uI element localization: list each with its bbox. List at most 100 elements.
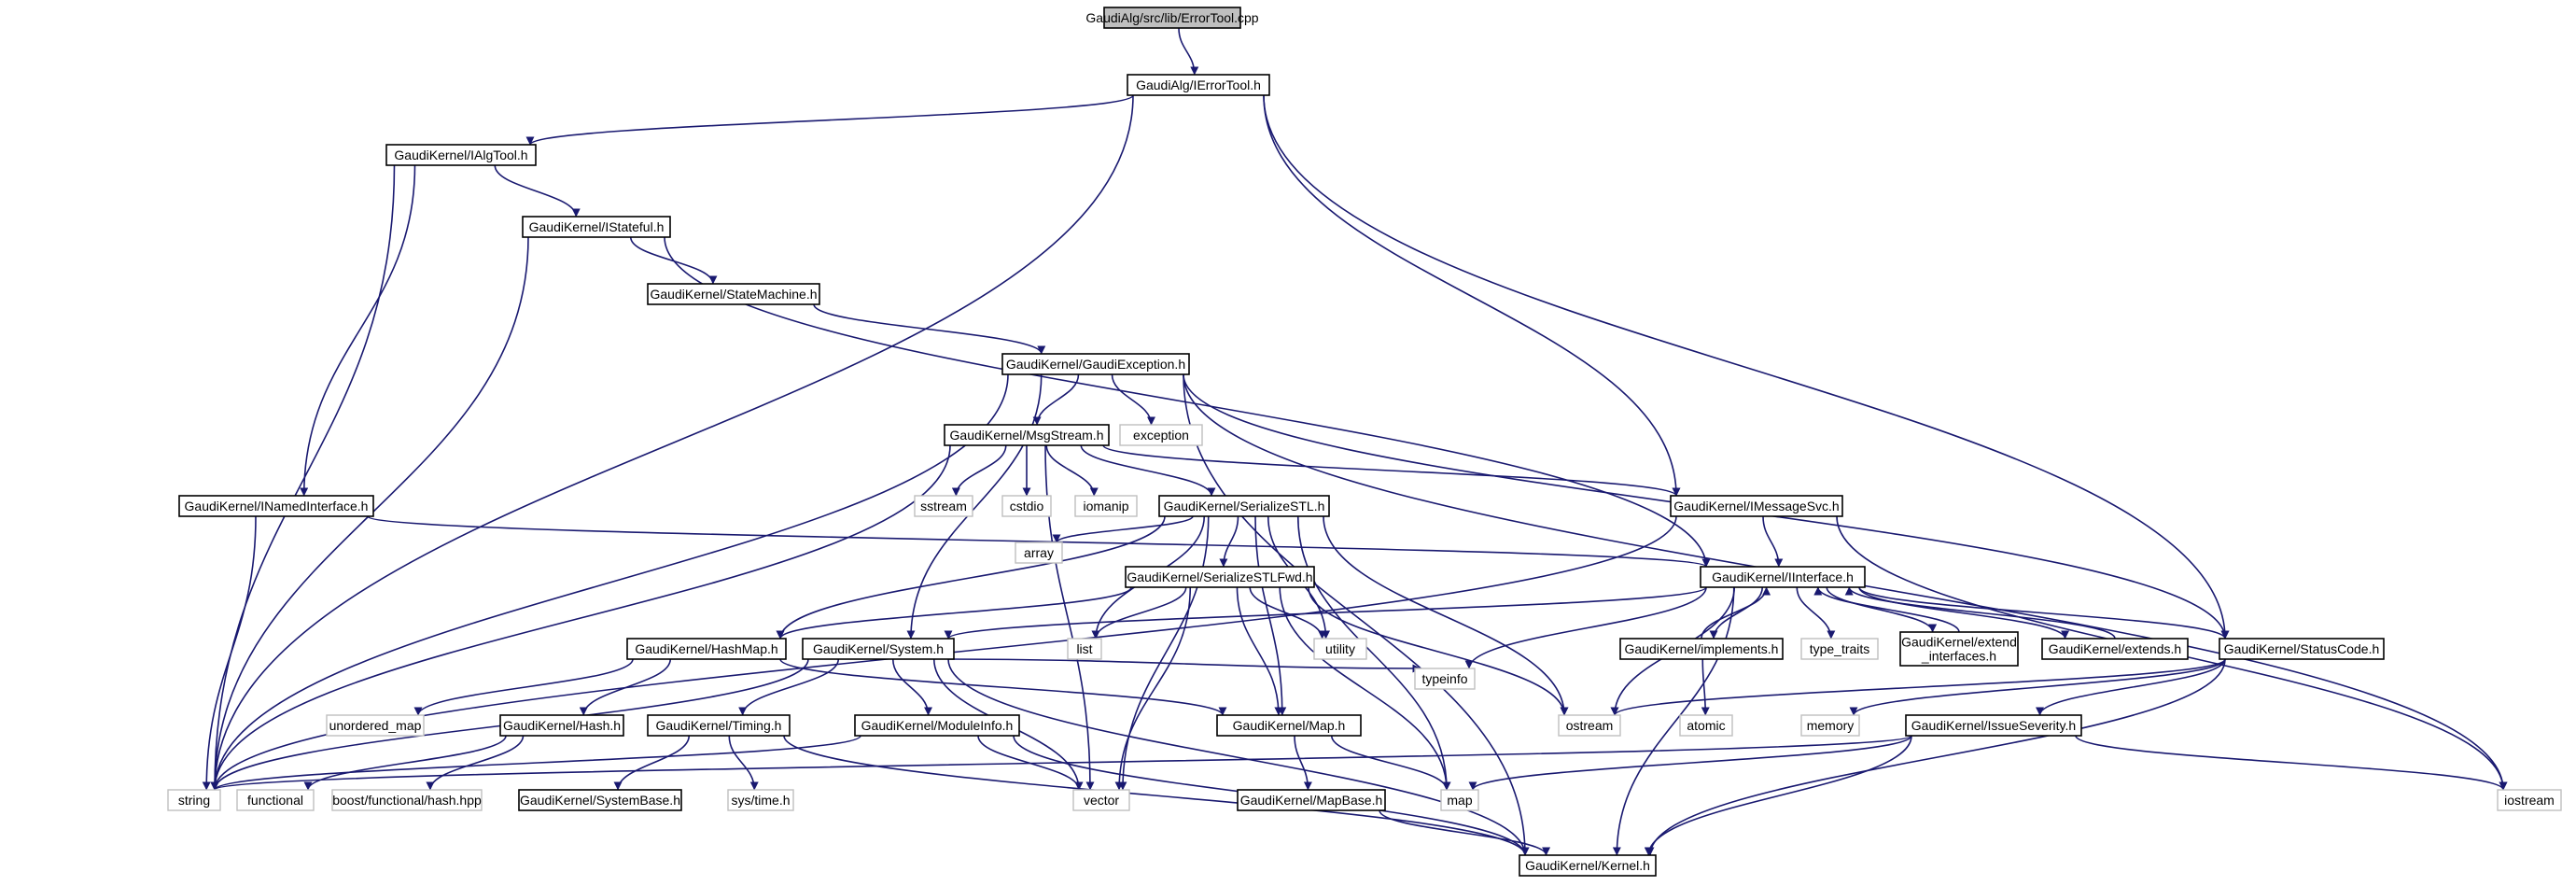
edge-system-to-kernel: [947, 658, 1530, 856]
edge-iinterface-to-system: [944, 586, 1707, 640]
edge-issueseverity-to-string: [211, 735, 1912, 791]
node-label-ostream: ostream: [1566, 718, 1614, 733]
node-inamedinterface[interactable]: GaudiKernel/INamedInterface.h: [178, 495, 374, 517]
edge-errortool-to-statuscode: [1263, 94, 2230, 640]
node-box-root: [1103, 7, 1241, 29]
node-label-ialgtool: GaudiKernel/IAlgTool.h: [394, 148, 527, 162]
node-errortool[interactable]: GaudiAlg/IErrorTool.h: [1127, 74, 1270, 96]
node-system[interactable]: GaudiKernel/System.h: [802, 638, 955, 660]
edge-imessagesvc-to-iinterface: [1762, 515, 1784, 568]
edge-statuscode-to-issueseverity: [2036, 658, 2226, 716]
node-box-systime: [727, 789, 794, 811]
node-label-typeinfo: typeinfo: [1421, 671, 1467, 686]
node-box-errortool: [1127, 74, 1270, 96]
edge-gaudiexception-to-kernel: [1183, 373, 1530, 856]
node-istateful[interactable]: GaudiKernel/IStateful.h: [522, 216, 671, 238]
node-map_h[interactable]: GaudiKernel/Map.h: [1216, 714, 1362, 737]
node-statemachine[interactable]: GaudiKernel/StateMachine.h: [647, 283, 820, 305]
node-kernel[interactable]: GaudiKernel/Kernel.h: [1519, 854, 1657, 877]
edge-iinterface-to-kernel: [1612, 586, 1735, 856]
node-iinterface[interactable]: GaudiKernel/IInterface.h: [1700, 566, 1866, 588]
edge-iinterface-to-statuscode: [1858, 586, 2230, 640]
node-root[interactable]: GaudiAlg/src/lib/ErrorTool.cpp: [1085, 7, 1259, 29]
edge-msgstream-to-sstream: [951, 444, 1007, 497]
node-box-hashmap: [626, 638, 787, 660]
edge-root-to-errortool: [1178, 27, 1199, 76]
node-string: string: [167, 789, 221, 811]
node-label-systime: sys/time.h: [731, 793, 790, 808]
node-implements[interactable]: GaudiKernel/implements.h: [1619, 638, 1784, 660]
node-box-string: [167, 789, 221, 811]
node-label-statemachine: GaudiKernel/StateMachine.h: [651, 287, 818, 302]
node-serializestl[interactable]: GaudiKernel/SerializeSTL.h: [1158, 495, 1330, 517]
edge-iinterface-to-typetraits: [1796, 586, 1836, 640]
edge-serializestlfwd-to-utility: [1249, 586, 1327, 640]
node-label-extends: GaudiKernel/extends.h: [2049, 641, 2181, 656]
edge-ialgtool-to-istateful: [494, 164, 581, 218]
node-typeinfo: typeinfo: [1414, 668, 1476, 690]
node-systembase[interactable]: GaudiKernel/SystemBase.h: [518, 789, 682, 811]
node-mapbase[interactable]: GaudiKernel/MapBase.h: [1237, 789, 1386, 811]
edge-serializestlfwd-to-list: [1091, 586, 1187, 640]
node-box-kernel: [1519, 854, 1657, 877]
node-label-extendinterfaces: GaudiKernel/extend_interfaces.h: [1901, 635, 2017, 664]
node-msgstream[interactable]: GaudiKernel/MsgStream.h: [944, 424, 1110, 446]
edge-timing-to-kernel: [783, 735, 1530, 856]
edge-issueseverity-to-iostream: [2075, 735, 2508, 791]
node-atomic: atomic: [1679, 714, 1733, 737]
node-label-gaudiexception: GaudiKernel/GaudiException.h: [1006, 357, 1185, 372]
edge-hash-to-boosthash: [426, 735, 525, 791]
node-gaudiexception[interactable]: GaudiKernel/GaudiException.h: [1001, 353, 1190, 375]
node-box-cstdio: [1001, 495, 1052, 517]
node-iomanip: iomanip: [1074, 495, 1138, 517]
node-iostream: iostream: [2497, 789, 2562, 811]
node-utility: utility: [1313, 638, 1367, 660]
node-vector: vector: [1072, 789, 1130, 811]
edge-serializestlfwd-to-ostream: [1308, 586, 1569, 716]
edge-istateful-to-statemachine: [629, 236, 718, 285]
node-label-vector: vector: [1084, 793, 1119, 808]
node-label-iinterface: GaudiKernel/IInterface.h: [1712, 570, 1854, 584]
node-hashmap[interactable]: GaudiKernel/HashMap.h: [626, 638, 787, 660]
node-box-system: [802, 638, 955, 660]
node-issueseverity[interactable]: GaudiKernel/IssueSeverity.h: [1905, 714, 2082, 737]
node-box-moduleinfo: [854, 714, 1020, 737]
node-box-msgstream: [944, 424, 1110, 446]
node-sstream: sstream: [914, 495, 973, 517]
node-label-inamedinterface: GaudiKernel/INamedInterface.h: [185, 499, 369, 513]
edge-statuscode-to-memory: [1849, 658, 2226, 716]
node-imessagesvc[interactable]: GaudiKernel/IMessageSvc.h: [1670, 495, 1843, 517]
nodes-layer: GaudiAlg/src/lib/ErrorTool.cppGaudiAlg/I…: [167, 7, 2562, 877]
edge-timing-to-systembase: [613, 735, 691, 791]
edge-gaudiexception-to-msgstream: [1032, 373, 1080, 426]
edge-statuscode-to-kernel: [1645, 658, 2226, 856]
node-box-statemachine: [647, 283, 820, 305]
node-label-iomanip: iomanip: [1083, 499, 1128, 513]
edge-extendinterfaces-to-iinterface: [1813, 586, 1960, 633]
edge-inamedinterface-to-string: [202, 515, 257, 791]
node-label-boosthash: boost/functional/hash.hpp: [332, 793, 482, 808]
node-label-map: map: [1447, 793, 1472, 808]
node-box-functional: [236, 789, 315, 811]
edge-serializestl-to-vector: [1118, 515, 1210, 791]
node-label-unorderedmap: unordered_map: [329, 718, 422, 733]
node-timing[interactable]: GaudiKernel/Timing.h: [647, 714, 791, 737]
node-moduleinfo[interactable]: GaudiKernel/ModuleInfo.h: [854, 714, 1020, 737]
edge-errortool-to-string: [210, 94, 1134, 791]
node-serializestlfwd[interactable]: GaudiKernel/SerializeSTLFwd.h: [1125, 566, 1315, 588]
edge-map_h-to-map: [1330, 735, 1451, 791]
node-box-typeinfo: [1414, 668, 1476, 690]
node-ialgtool[interactable]: GaudiKernel/IAlgTool.h: [385, 144, 537, 166]
node-exception: exception: [1119, 424, 1203, 446]
edge-statuscode-to-ostream: [1610, 658, 2226, 716]
edge-system-to-moduleinfo: [891, 658, 933, 716]
node-extendinterfaces[interactable]: GaudiKernel/extend_interfaces.h: [1899, 631, 2019, 667]
node-statuscode[interactable]: GaudiKernel/StatusCode.h: [2219, 638, 2385, 660]
node-extends[interactable]: GaudiKernel/extends.h: [2041, 638, 2189, 660]
node-box-boosthash: [331, 789, 483, 811]
node-box-gaudiexception: [1001, 353, 1190, 375]
node-hash[interactable]: GaudiKernel/Hash.h: [499, 714, 624, 737]
node-box-inamedinterface: [178, 495, 374, 517]
node-label-memory: memory: [1807, 718, 1855, 733]
node-ostream: ostream: [1558, 714, 1621, 737]
